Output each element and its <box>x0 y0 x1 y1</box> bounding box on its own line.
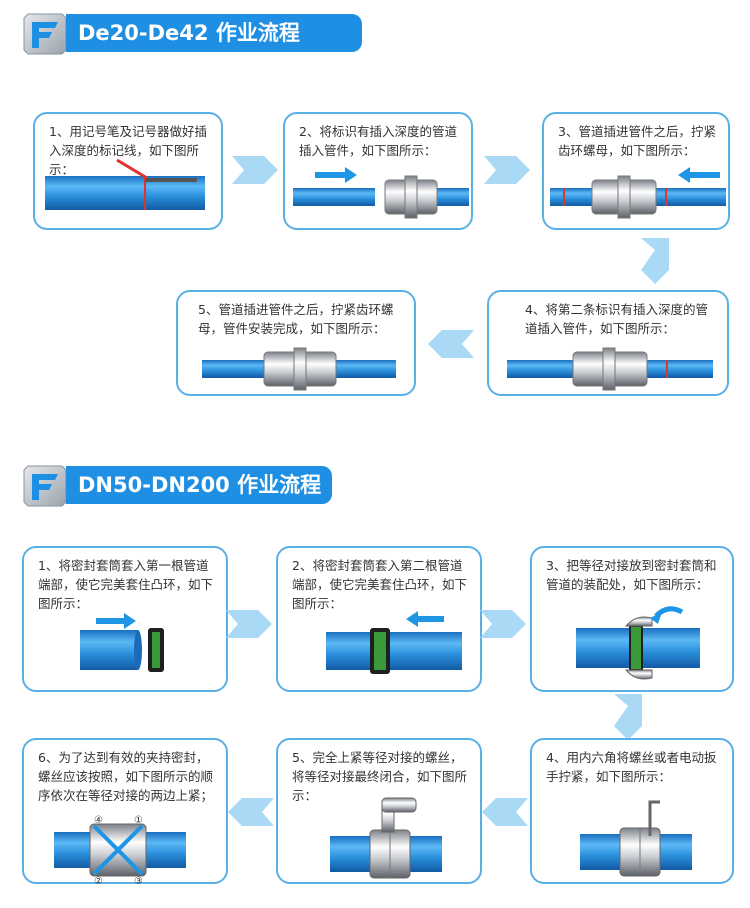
step-text: 2、将标识有插入深度的管道插入管件，如下图所示： <box>299 124 457 158</box>
flow-arrow-left-icon <box>482 798 528 826</box>
s2-step-1: 1、将密封套筒套入第一根管道端部，使它完美套住凸环，如下图所示： <box>22 546 228 692</box>
flow-arrow-right-icon <box>480 610 526 638</box>
step-text: 1、将密封套筒套入第一根管道端部，使它完美套住凸环，如下图所示： <box>38 558 214 611</box>
s1-step-5: 5、管道插进管件之后，拧紧齿环螺母，管件安装完成，如下图所示： <box>176 290 416 396</box>
flow-arrow-down-icon <box>614 694 642 740</box>
step-text: 5、完全上紧等径对接的螺丝，将等径对接最终闭合，如下图所示： <box>292 750 468 803</box>
sleeve-second-pipe-illustration <box>326 611 462 674</box>
step-text: 6、为了达到有效的夹持密封，螺丝应该按照，如下图所示的顺序依次在等径对接的两边上… <box>38 750 214 803</box>
section-title: DN50-DN200 作业流程 <box>66 466 332 504</box>
flow-arrow-right-icon <box>232 156 278 184</box>
completed-assembly-illustration <box>202 347 396 391</box>
step-text: 4、将第二条标识有插入深度的管道插入管件，如下图所示： <box>525 302 708 336</box>
step-text: 3、管道插进管件之后，拧紧齿环螺母，如下图所示： <box>558 124 716 158</box>
s1-step-2: 2、将标识有插入深度的管道插入管件，如下图所示： <box>283 112 473 230</box>
bolt-label-2: ② <box>94 876 103 886</box>
brand-logo-icon <box>23 465 67 507</box>
insert-pipe-illustration <box>293 167 469 219</box>
close-coupling-illustration <box>330 797 442 879</box>
s1-step-1: 1、用记号笔及记号器做好插入深度的标记线，如下图所示： <box>33 112 223 230</box>
s2-step-4: 4、用内六角将螺丝或者电动扳手拧紧，如下图所示： <box>530 738 734 884</box>
tighten-bolts-illustration <box>580 800 692 877</box>
bolt-label-4: ④ <box>94 815 103 826</box>
step-text: 5、管道插进管件之后，拧紧齿环螺母，管件安装完成，如下图所示： <box>198 302 394 336</box>
s1-step-3: 3、管道插进管件之后，拧紧齿环螺母，如下图所示： <box>542 112 730 230</box>
flow-arrow-down-icon <box>641 238 669 284</box>
s1-step-4: 4、将第二条标识有插入深度的管道插入管件，如下图所示： <box>487 290 729 396</box>
brand-logo-icon <box>23 13 67 55</box>
flow-arrow-right-icon <box>226 610 272 638</box>
flow-arrow-right-icon <box>484 156 530 184</box>
step-text: 3、把等径对接放到密封套筒和管道的装配处，如下图所示： <box>546 558 717 592</box>
second-pipe-illustration <box>507 347 713 391</box>
section-title: De20-De42 作业流程 <box>66 14 362 52</box>
flow-arrow-left-icon <box>428 330 474 358</box>
tighten-nut-illustration <box>550 167 726 219</box>
s2-step-3: 3、把等径对接放到密封套筒和管道的装配处，如下图所示： <box>530 546 734 692</box>
place-coupling-illustration <box>576 606 700 680</box>
marking-illustration <box>45 158 205 210</box>
bolt-label-1: ① <box>134 815 143 826</box>
s2-step-6: 6、为了达到有效的夹持密封，螺丝应该按照，如下图所示的顺序依次在等径对接的两边上… <box>22 738 228 886</box>
bolt-label-3: ③ <box>134 876 143 886</box>
step-text: 1、用记号笔及记号器做好插入深度的标记线，如下图所示： <box>49 124 207 177</box>
bolt-sequence-illustration: ④ ① ② ③ <box>54 815 186 886</box>
sleeve-first-pipe-illustration <box>80 613 164 672</box>
flow-arrow-left-icon <box>228 798 274 826</box>
step-text: 2、将密封套筒套入第二根管道端部，使它完美套住凸环，如下图所示： <box>292 558 468 611</box>
step-text: 4、用内六角将螺丝或者电动扳手拧紧，如下图所示： <box>546 750 717 784</box>
s2-step-2: 2、将密封套筒套入第二根管道端部，使它完美套住凸环，如下图所示： <box>276 546 482 692</box>
s2-step-5: 5、完全上紧等径对接的螺丝，将等径对接最终闭合，如下图所示： <box>276 738 482 884</box>
